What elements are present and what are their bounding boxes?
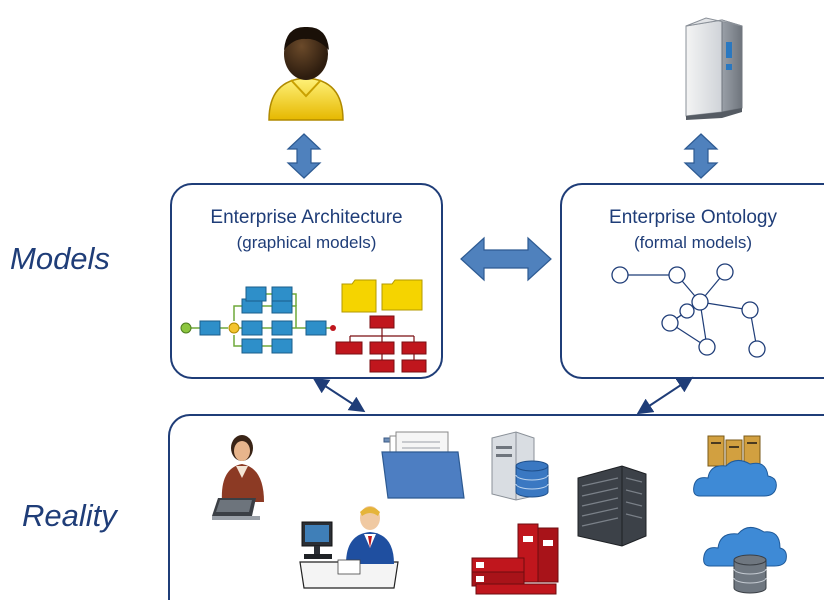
server-icon xyxy=(685,17,743,120)
process-diagram-icon xyxy=(180,286,336,354)
server-eo-arrow xyxy=(683,133,719,179)
database-server-icon xyxy=(491,431,549,501)
ea-eo-arrow xyxy=(460,236,552,282)
enterprise-architecture-title: Enterprise Architecture xyxy=(210,207,403,228)
server-rack-icon xyxy=(577,465,647,547)
ontology-graph-icon xyxy=(611,263,766,358)
folders-icon xyxy=(341,279,423,313)
user-ea-arrow xyxy=(286,133,322,179)
man-computer-icon xyxy=(299,506,399,589)
enterprise-ontology-box: Enterprise Ontology (formal models) xyxy=(560,183,824,379)
cloud-database-icon xyxy=(703,527,787,594)
folder-icon xyxy=(381,431,465,499)
cloud-servers-icon xyxy=(693,435,777,497)
enterprise-ontology-subtitle: (formal models) xyxy=(633,233,753,252)
org-chart-icon xyxy=(335,315,427,373)
woman-laptop-icon xyxy=(212,435,264,520)
user-icon xyxy=(268,26,344,121)
reality-label: Reality xyxy=(22,498,117,533)
models-label: Models xyxy=(10,241,110,276)
enterprise-ontology-title: Enterprise Ontology xyxy=(609,207,777,228)
binders-icon xyxy=(471,523,559,595)
enterprise-architecture-subtitle: (graphical models) xyxy=(236,233,377,252)
